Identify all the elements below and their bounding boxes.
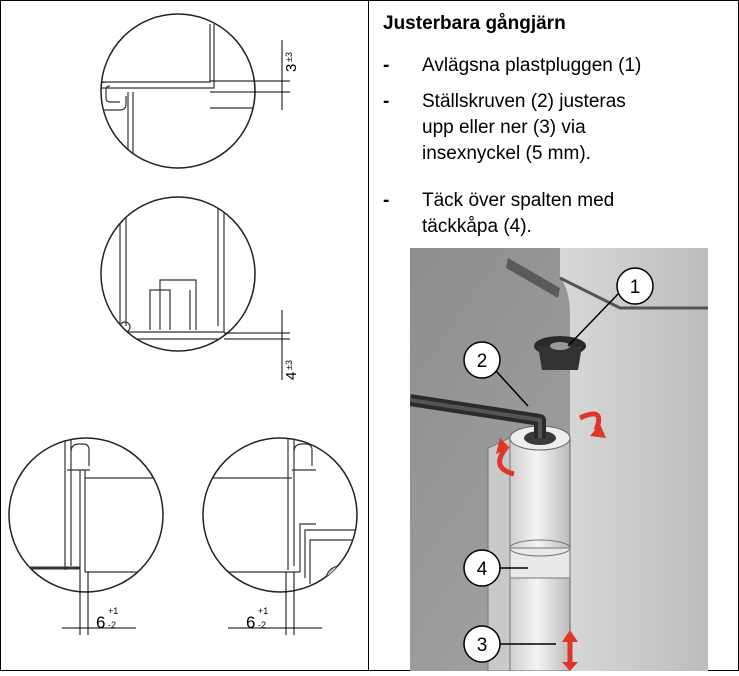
dim1-tol: ±3 (284, 52, 294, 62)
callout-4-label: 4 (477, 559, 488, 580)
bullet-text: Ställskruven (2) justeras upp eller ner … (422, 89, 722, 167)
detail-circle-top: 3 ±3 (100, 13, 300, 169)
bullet-line: upp eller ner (3) via (422, 117, 586, 138)
technical-drawings: 3 ±3 (0, 0, 368, 671)
bullet-text: Täck över spalten med täckkåpa (4). (422, 188, 722, 240)
dim4-main: 6 (246, 613, 255, 632)
bullet-line: Täck över spalten med (422, 190, 615, 211)
detail-circle-bottom-right: 6 +1 -2 (202, 437, 358, 635)
dimension-label-3: 6 +1 -2 (96, 606, 118, 632)
bullet-line: Ställskruven (2) justeras (422, 91, 626, 112)
bullet-line: insexnyckel (5 mm). (422, 143, 591, 164)
hinge-illustration: 1 2 3 4 (409, 248, 708, 672)
dim4-tol-down: -2 (258, 620, 266, 630)
callout-2-label: 2 (477, 351, 488, 372)
bullet-dash: - (383, 91, 390, 112)
column-divider (368, 0, 369, 671)
dim3-main: 6 (96, 613, 105, 632)
callout-4: 4 (463, 549, 501, 587)
bullet-dash: - (383, 190, 390, 211)
callout-3-label: 3 (477, 635, 488, 656)
bullet-text: Avlägsna plastpluggen (1) (422, 53, 722, 79)
dim2-tol: ±3 (284, 360, 294, 370)
instructions-title: Justerbara gångjärn (383, 13, 566, 34)
drawings-svg: 3 ±3 (8, 13, 358, 635)
bullet-line: Avlägsna plastpluggen (1) (422, 55, 642, 76)
dim3-tol-down: -2 (108, 620, 116, 630)
dimension-label-4: 6 +1 -2 (246, 606, 268, 632)
dimension-label-2: 4 ±3 (283, 360, 300, 380)
callout-3: 3 (463, 625, 501, 663)
bullet-dash: - (383, 55, 390, 76)
instructions-panel: Justerbara gångjärn - Avlägsna plastplug… (369, 0, 739, 672)
callout-2: 2 (463, 341, 501, 379)
hinge-svg: 1 2 3 4 (409, 248, 708, 672)
detail-circle-bottom-left: 6 +1 -2 (8, 437, 164, 635)
callout-1-label: 1 (630, 277, 641, 298)
bullet-line: täckkåpa (4). (422, 216, 532, 237)
dim3-tol-up: +1 (108, 606, 118, 616)
dim2-main: 4 (283, 372, 300, 380)
dimension-label-1: 3 ±3 (283, 52, 300, 72)
dim1-main: 3 (283, 64, 300, 72)
callout-1: 1 (616, 267, 654, 305)
dim4-tol-up: +1 (258, 606, 268, 616)
detail-circle-middle: 4 ±3 (100, 196, 300, 380)
